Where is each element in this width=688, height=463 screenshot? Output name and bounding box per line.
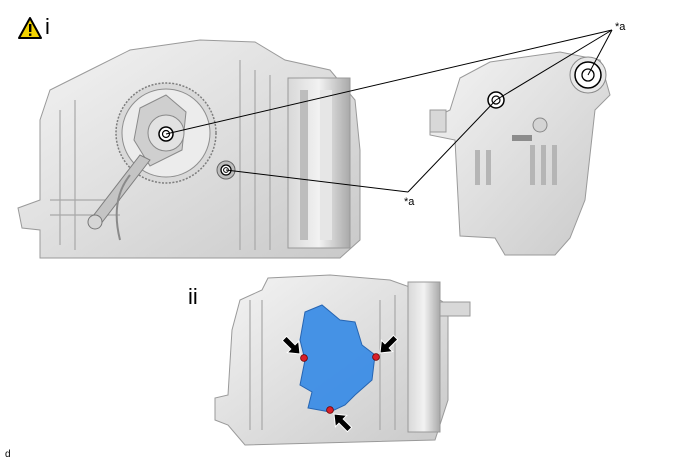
highlighted-part bbox=[299, 304, 376, 413]
callout-leader-lines bbox=[165, 29, 613, 193]
warning-triangle-icon bbox=[18, 17, 42, 39]
step1-right-unit bbox=[429, 51, 611, 256]
pin-right bbox=[372, 353, 380, 361]
step-label-ii: ii bbox=[188, 284, 198, 309]
footer-code: d bbox=[5, 449, 11, 460]
pin-left bbox=[300, 354, 308, 362]
callout-label-top: *a bbox=[615, 21, 626, 33]
step1-left-unit bbox=[17, 39, 361, 259]
step2-unit bbox=[214, 274, 471, 446]
callout-label-bottom: *a bbox=[404, 196, 415, 208]
step-label-i: i bbox=[45, 14, 50, 39]
black-arrow-icon bbox=[281, 334, 399, 433]
pin-bottom bbox=[326, 406, 334, 414]
